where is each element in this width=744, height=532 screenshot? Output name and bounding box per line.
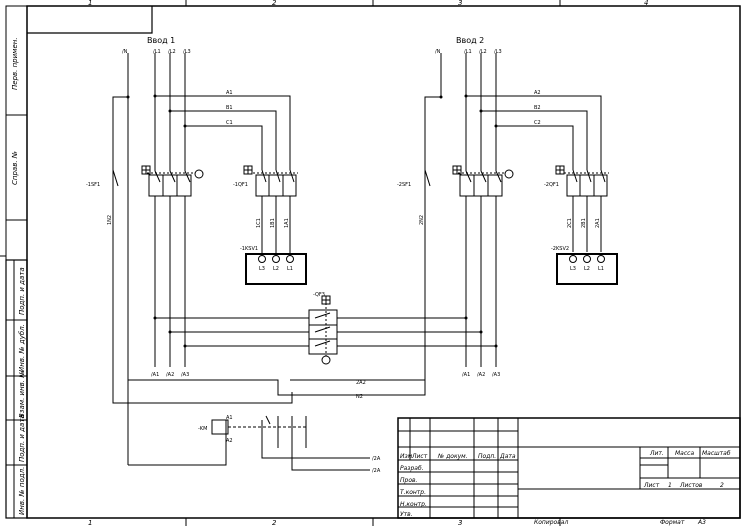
zone-top-4: 4 (644, 0, 648, 7)
label-1qf1: -1QF1 (233, 182, 248, 188)
tb-h-izm: Изм (400, 453, 413, 460)
zone-bottom-1: 1 (88, 519, 92, 527)
tb-massa: Масса (675, 450, 694, 457)
in1-term-l1: /L1 (153, 49, 161, 55)
tb-h-list: Лист (411, 453, 428, 460)
out-right-a2: /A2 (477, 372, 485, 378)
tb-role-nkontr: Н.контр. (400, 501, 427, 508)
tag-n2: N2 (356, 394, 363, 400)
out-left-a2: /A2 (166, 372, 174, 378)
tag-a1: A1 (226, 90, 233, 96)
zone-bottom-2: 2 (272, 519, 277, 527)
in2-term-n: /N (435, 49, 441, 55)
in1-term-l3: /L3 (183, 49, 191, 55)
out-right-a3: /A3 (492, 372, 500, 378)
footer-format: A3 (697, 519, 706, 526)
tb-h-date: Дата (499, 453, 516, 460)
label-km: -KM (198, 426, 207, 432)
side-label-vzam: Взам. инв. № (18, 370, 26, 418)
label-1ksv1: -1KSV1 (240, 246, 258, 252)
tag-2n2: 2N2 (419, 215, 425, 225)
zone-top-2: 2 (272, 0, 277, 7)
ksv1-phase-l1: L1 (287, 266, 293, 272)
in1-term-l2: /L2 (168, 49, 176, 55)
out-right-a1: /A1 (462, 372, 470, 378)
tag-1a1: 1A1 (284, 218, 290, 228)
title-block (397, 417, 741, 519)
tb-h-docnum: № докум. (437, 453, 468, 460)
side-label-perv: Перв. примен. (11, 37, 19, 90)
input2-title: Ввод 2 (456, 36, 484, 45)
footer-format-label: Формат (660, 519, 685, 526)
ksv2-phase-l1: L1 (598, 266, 604, 272)
label-1sf1: -1SF1 (86, 182, 100, 188)
tb-lit: Лит. (649, 450, 664, 457)
tb-sheets-label: Листов (679, 482, 703, 489)
tag-2c1: 2C1 (567, 218, 573, 228)
tb-sheets-total: 2 (720, 482, 724, 489)
tag-b1: B1 (226, 105, 233, 111)
tb-role-prov: Пров. (400, 477, 418, 484)
label-qf3: -QF3 (313, 292, 325, 298)
side-label-podp1: Подп. и дата (18, 267, 26, 315)
out-ctrl-2: /2A (372, 468, 381, 474)
out-left-a1: /A1 (151, 372, 159, 378)
tb-role-utv: Утв. (400, 511, 413, 518)
tag-1b1: 1B1 (270, 218, 276, 228)
label-2qf1: -2QF1 (544, 182, 559, 188)
tb-sheet-no: 1 (668, 482, 672, 489)
drawing-frame (26, 5, 741, 519)
label-km-a2: A2 (226, 438, 233, 444)
tag-1n2: 1N2 (107, 215, 113, 225)
side-label-podp2: Подп. и дата (18, 414, 26, 462)
in2-term-l1: /L1 (464, 49, 472, 55)
tb-sheet-label: Лист (643, 482, 660, 489)
zone-top-1: 1 (88, 0, 92, 7)
tag-2a2: 2A2 (356, 380, 366, 386)
label-km-a1: A1 (226, 415, 233, 421)
tag-c1: C1 (226, 120, 233, 126)
tag-2a1: 2A1 (595, 218, 601, 228)
input1-title: Ввод 1 (147, 36, 175, 45)
side-label-podl: Инв. № подл. (18, 467, 26, 515)
ksv1-phase-l2: L2 (273, 266, 279, 272)
ksv2-phase-l3: L3 (570, 266, 576, 272)
tb-h-podp: Подп. (478, 453, 496, 460)
ksv1-phase-l3: L3 (259, 266, 265, 272)
in2-term-l2: /L2 (479, 49, 487, 55)
side-label-dubl: Инв. № дубл. (18, 324, 26, 372)
zone-bottom-3: 3 (458, 519, 462, 527)
tb-masshtab: Масштаб (702, 450, 731, 457)
tag-2b1: 2B1 (581, 218, 587, 228)
tag-b2: B2 (534, 105, 541, 111)
in1-term-n: /N (122, 49, 128, 55)
label-2sf1: -2SF1 (397, 182, 411, 188)
tag-1c1: 1C1 (256, 218, 262, 228)
out-left-a3: /A3 (181, 372, 189, 378)
ksv2-phase-l2: L2 (584, 266, 590, 272)
tag-a2: A2 (534, 90, 541, 96)
tb-role-tkontr: Т.контр. (400, 489, 426, 496)
side-label-sprav: Справ. № (11, 151, 19, 185)
zone-top-3: 3 (458, 0, 462, 7)
label-2ksv2: -2KSV2 (551, 246, 569, 252)
out-ctrl-1: /2A (372, 456, 381, 462)
tag-c2: C2 (534, 120, 541, 126)
tb-role-razrab: Разраб. (400, 465, 424, 472)
in2-term-l3: /L3 (494, 49, 502, 55)
footer-copied: Копировал (534, 519, 568, 526)
